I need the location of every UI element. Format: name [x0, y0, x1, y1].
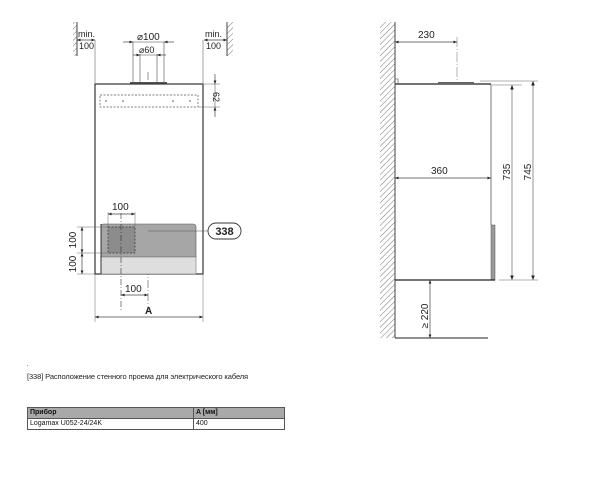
header-a-mm: A [мм] — [193, 407, 285, 419]
table-row: Logamax U052-24/24K 400 — [27, 418, 285, 430]
dim-min-right-label: min. — [205, 29, 222, 39]
figure-caption: [338] Расположение стенного проема для э… — [27, 372, 249, 381]
dim-cutout-width: 100 — [112, 202, 129, 213]
callout-338-label: 338 — [215, 226, 233, 238]
decorative-dot — [27, 365, 28, 366]
left-wall-hatch — [73, 22, 77, 56]
table-header-row: Прибор A [мм] — [27, 407, 285, 419]
dim-min-left-value: 100 — [79, 41, 94, 51]
header-device: Прибор — [27, 407, 194, 419]
dim-flue-outer: ⌀100 — [137, 32, 160, 43]
side-wall-hatch — [380, 22, 395, 338]
dim-floor-clearance: ≥ 220 — [420, 303, 431, 328]
cable-cutout — [107, 226, 136, 254]
mounting-rail — [99, 94, 199, 108]
dim-width-A: A — [145, 306, 152, 317]
dim-flue-inner: ⌀60 — [139, 45, 154, 55]
dim-cutout-bottom: 100 — [68, 255, 79, 272]
control-panel-lower — [100, 256, 197, 275]
dim-top-62: 62 — [211, 92, 221, 102]
dim-cutout-offset: 100 — [125, 284, 142, 295]
dim-min-left-label: min. — [78, 29, 95, 39]
cell-device: Logamax U052-24/24K — [27, 418, 194, 430]
side-view: 230 360 735 745 ≥ 220 — [380, 22, 538, 339]
dim-min-right-value: 100 — [206, 41, 221, 51]
spec-table: Прибор A [мм] Logamax U052-24/24K 400 — [27, 407, 285, 430]
callout-338 — [207, 222, 242, 240]
front-view: min. 100 min. 100 ⌀100 ⌀60 — [68, 22, 242, 322]
dim-height-735: 735 — [502, 163, 513, 180]
cell-a-value: 400 — [193, 418, 285, 430]
installation-diagram: min. 100 min. 100 ⌀100 ⌀60 — [68, 22, 538, 339]
dim-cutout-height: 100 — [68, 231, 79, 248]
dim-depth: 360 — [431, 166, 448, 177]
dim-height-745: 745 — [523, 163, 534, 180]
dim-flue-distance: 230 — [418, 30, 435, 41]
right-wall-hatch — [227, 22, 233, 56]
